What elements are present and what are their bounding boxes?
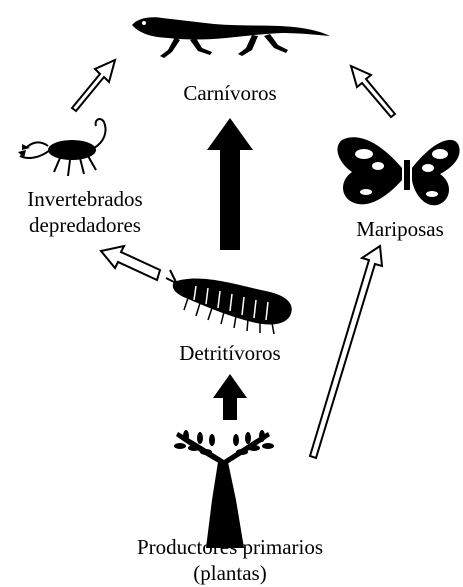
arrow-detritivores-to-carnivores xyxy=(207,118,253,250)
label-predatory-invertebrates-line-2: depredadores xyxy=(2,212,168,238)
arrow-plants-to-butterflies xyxy=(310,246,382,458)
lizard-icon xyxy=(132,17,330,58)
label-detritivores: Detritívoros xyxy=(150,340,310,366)
label-primary-producers-line-2: (plantas) xyxy=(90,560,370,586)
label-primary-producers-line-1: Productores primarios xyxy=(90,534,370,560)
arrow-invertebrates-to-carnivores xyxy=(72,60,115,111)
label-butterflies: Mariposas xyxy=(340,216,460,242)
label-predatory-invertebrates-line-1: Invertebrados xyxy=(2,186,168,212)
millipede-icon xyxy=(166,270,292,334)
arrow-detritivores-to-invertebrates xyxy=(101,246,160,280)
label-predatory-invertebrates: Invertebrados depredadores xyxy=(2,186,168,238)
scorpion-icon xyxy=(18,119,106,176)
tree-icon xyxy=(174,430,274,548)
label-carnivores: Carnívoros xyxy=(160,80,300,106)
arrow-butterflies-to-carnivores xyxy=(351,66,395,117)
arrow-plants-to-detritivores xyxy=(213,374,247,420)
label-primary-producers: Productores primarios (plantas) xyxy=(90,534,370,586)
butterfly-icon xyxy=(337,137,459,205)
